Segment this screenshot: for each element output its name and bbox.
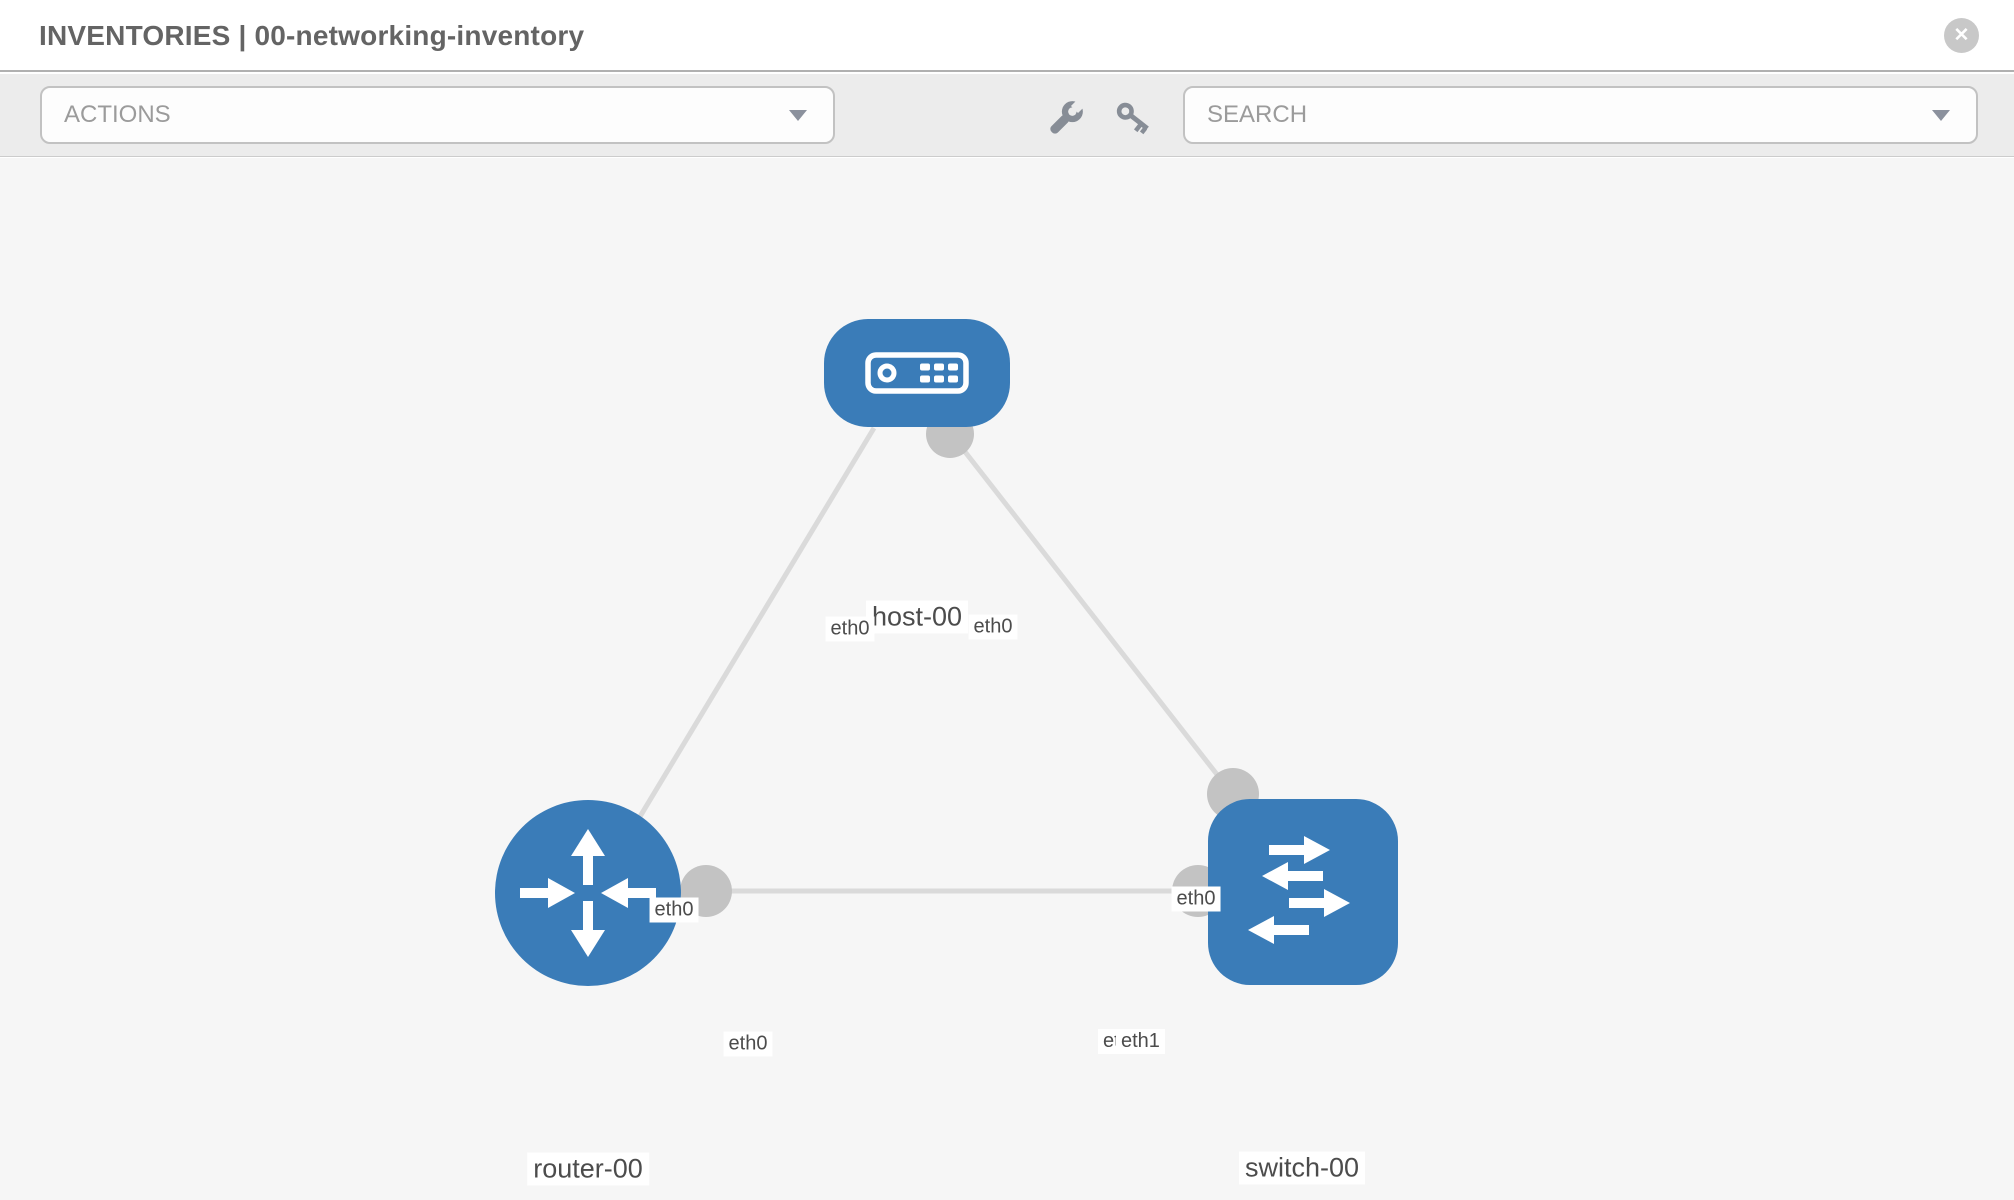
- node-label-host-00: host-00: [865, 600, 969, 634]
- interface-connectors: [680, 410, 1259, 917]
- link-host-switch: [946, 428, 1235, 797]
- search-dropdown[interactable]: SEARCH: [1183, 86, 1978, 144]
- links: [597, 426, 1235, 894]
- interface-label-switch-eth1-left: eth1: [1116, 1029, 1165, 1054]
- node-label-router-00: router-00: [527, 1152, 649, 1186]
- close-button[interactable]: ✕: [1944, 18, 1979, 53]
- interface-label-switch-eth0-top: eth0: [1171, 886, 1221, 912]
- key-icon: [1116, 102, 1149, 135]
- close-icon: ✕: [1953, 25, 1970, 46]
- caret-down-icon: [1932, 110, 1950, 121]
- interface-label-router-eth0-right: eth0: [723, 1031, 773, 1057]
- interface-label-host-eth0-left: eth0: [825, 616, 875, 642]
- actions-dropdown[interactable]: ACTIONS: [40, 86, 835, 144]
- router-icon: [520, 829, 656, 957]
- node-switch-00[interactable]: [1208, 799, 1398, 985]
- search-dropdown-label: SEARCH: [1207, 101, 1308, 128]
- topology-graph: [495, 319, 1398, 986]
- switch-icon: [1248, 836, 1350, 944]
- topology-canvas[interactable]: host-00 router-00 switch-00 eth0 eth0 et…: [0, 158, 2014, 1200]
- key-button[interactable]: [1112, 96, 1156, 140]
- page-title: INVENTORIES | 00-networking-inventory: [39, 20, 585, 51]
- header: INVENTORIES | 00-networking-inventory ✕: [0, 0, 2014, 72]
- caret-down-icon: [789, 110, 807, 121]
- interface-label-host-eth0-right: eth0: [968, 614, 1018, 640]
- node-router-00[interactable]: [495, 800, 681, 986]
- actions-dropdown-label: ACTIONS: [64, 101, 171, 128]
- toolbar: ACTIONS: [0, 74, 2014, 157]
- host-icon: [865, 352, 969, 394]
- link-host-router: [597, 426, 877, 885]
- interface-label-router-eth0-top: eth0: [649, 897, 699, 923]
- wrench-icon: [1050, 97, 1087, 134]
- node-label-switch-00: switch-00: [1238, 1151, 1366, 1185]
- wrench-button[interactable]: [1044, 96, 1088, 140]
- node-host-00[interactable]: [824, 319, 1010, 427]
